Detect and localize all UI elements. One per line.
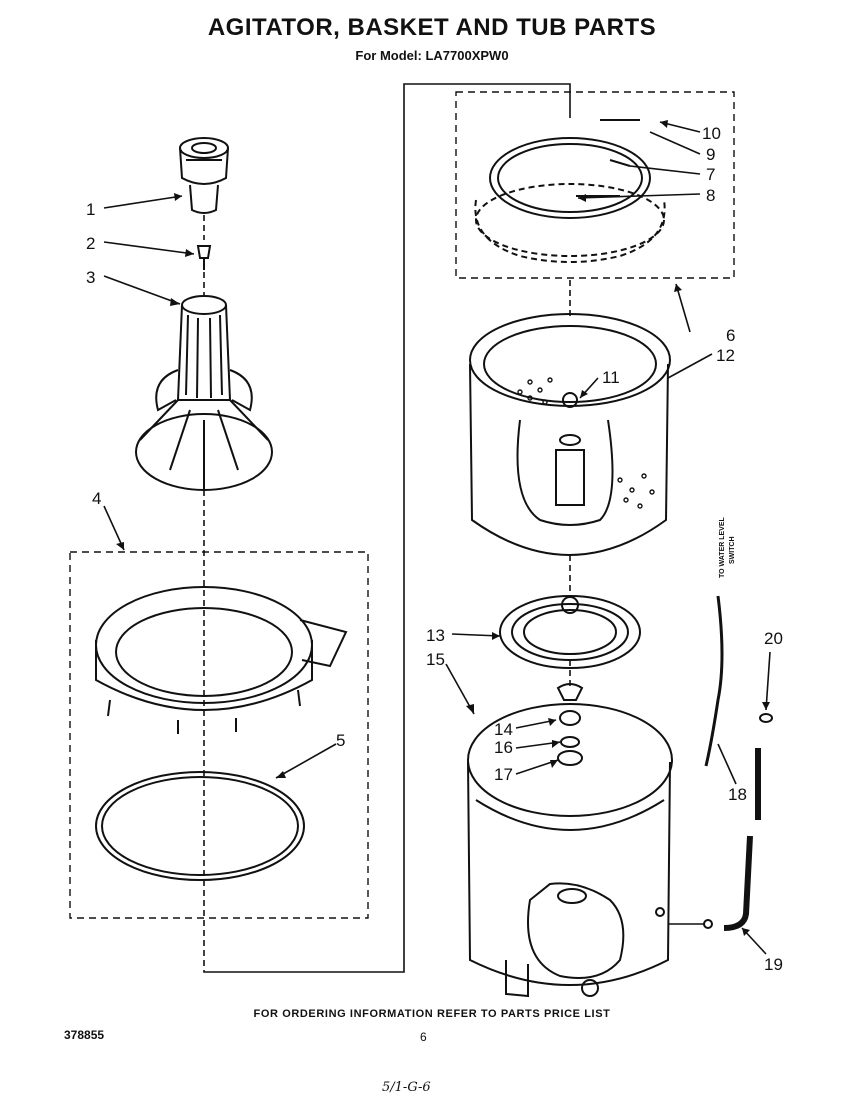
callout-9: 9 (706, 145, 715, 164)
callout-11: 11 (602, 368, 620, 387)
callout-12: 12 (716, 346, 735, 365)
callout-10: 10 (702, 124, 721, 143)
water-level-label-line1: TO WATER LEVEL (719, 516, 726, 578)
outer-tub-part (467, 703, 673, 998)
callout-16: 16 (494, 738, 513, 757)
callout-2: 2 (86, 234, 95, 253)
hub-parts (556, 683, 584, 766)
callout-7: 7 (706, 165, 715, 184)
callout-18: 18 (728, 785, 747, 804)
callout-6: 6 (726, 326, 735, 345)
callout-5: 5 (336, 731, 345, 750)
assembly-center-line (203, 215, 571, 970)
water-level-label-line2: SWITCH (729, 536, 736, 564)
page-number: 6 (420, 1030, 427, 1044)
page-title: AGITATOR, BASKET AND TUB PARTS (207, 14, 657, 41)
tub-seal-part (95, 771, 305, 881)
tub-cover-group (455, 91, 735, 279)
callout-14: 14 (494, 720, 513, 739)
assembly-route-line (203, 83, 571, 973)
callout-3: 3 (86, 268, 95, 287)
callout-17: 17 (494, 765, 513, 784)
callout-19: 19 (764, 955, 783, 974)
water-level-switch-label: TO WATER LEVEL SWITCH (719, 516, 736, 578)
callout-4: 4 (92, 489, 101, 508)
tub-ring-group (69, 551, 369, 919)
callout-arrowheads (116, 120, 770, 936)
callout-15: 15 (426, 650, 445, 669)
handwritten-note: 5/1-G-6 (382, 1080, 431, 1095)
callout-20: 20 (764, 629, 783, 648)
agitator-bolt-part (196, 245, 212, 270)
agitator-cap-part (179, 137, 229, 214)
drive-ring-part (499, 595, 641, 669)
model-subtitle: For Model: LA7700XPW0 (355, 48, 509, 63)
agitator-part (135, 295, 273, 491)
hose-parts (668, 595, 773, 931)
callout-numbers: 1 2 3 4 5 6 7 8 9 10 11 12 13 14 15 16 1… (86, 124, 783, 974)
callout-8: 8 (706, 186, 715, 205)
basket-part (469, 313, 671, 556)
ordering-note: FOR ORDERING INFORMATION REFER TO PARTS … (253, 1008, 611, 1020)
callout-1: 1 (86, 200, 95, 219)
document-number: 378855 (64, 1028, 105, 1042)
callout-13: 13 (426, 626, 445, 645)
